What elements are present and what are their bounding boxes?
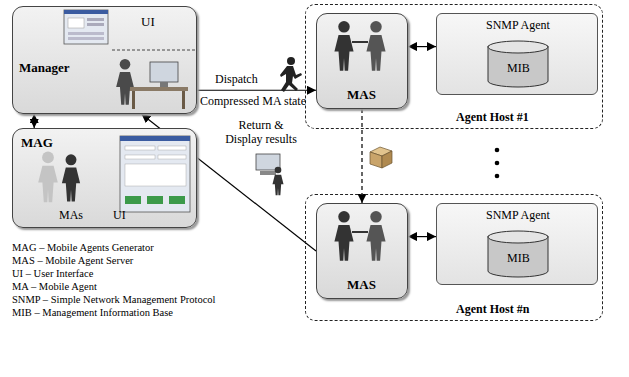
mag-box: MAG MAs UI bbox=[12, 128, 197, 228]
edge-label: Dispatch bbox=[215, 73, 258, 87]
node-title: UI bbox=[141, 15, 155, 30]
mobile-agent-figures bbox=[38, 152, 80, 203]
node-title: MAS bbox=[347, 278, 376, 293]
manager-box: UI Manager bbox=[12, 6, 197, 114]
abbreviation-entry: MAS – Mobile Agent Server bbox=[12, 255, 133, 267]
node-title: MIB bbox=[507, 62, 530, 76]
node-title: Agent Host #n bbox=[456, 303, 529, 317]
return-courier bbox=[256, 154, 284, 195]
node-title: MIB bbox=[507, 252, 530, 266]
agent-host-region: Agent Host #1 MAS SNMP AgentMIB bbox=[305, 4, 603, 129]
continuation-dots bbox=[495, 148, 500, 179]
snmp-agent-box: SNMP AgentMIB bbox=[436, 203, 598, 285]
node-title: Agent Host #1 bbox=[456, 111, 529, 125]
manager-figure bbox=[116, 59, 188, 109]
mas-box: MAS bbox=[316, 203, 408, 299]
node-text: UI bbox=[113, 209, 126, 223]
node-title: MAG bbox=[21, 136, 53, 151]
agent-host-region: Agent Host #n MAS SNMP AgentMIB bbox=[305, 194, 603, 321]
mib-database: MIB bbox=[487, 230, 549, 278]
mas-box: MAS bbox=[316, 13, 408, 109]
connector-arrow bbox=[408, 46, 436, 47]
migration-arrow bbox=[361, 109, 362, 203]
handshake-figures bbox=[334, 21, 385, 71]
node-text: MAs bbox=[59, 209, 83, 223]
abbreviation-entry: MIB – Management Information Base bbox=[12, 307, 173, 319]
abbreviation-entry: MA – Mobile Agent bbox=[12, 281, 97, 293]
connector-arrow bbox=[408, 236, 436, 237]
abbreviation-entry: SNMP – Simple Network Management Protoco… bbox=[12, 294, 215, 306]
connector-arrow bbox=[34, 114, 35, 128]
ui-screenshot bbox=[64, 10, 108, 44]
package-icon bbox=[370, 147, 392, 168]
edge-note: Compressed MA state bbox=[200, 95, 306, 109]
snmp-agent-box: SNMP AgentMIB bbox=[436, 13, 598, 95]
edge-label: Return & Display results bbox=[219, 119, 303, 147]
handshake-figures bbox=[334, 211, 385, 261]
abbreviation-entry: UI – User Interface bbox=[12, 268, 93, 280]
separator-line bbox=[112, 50, 196, 51]
connector-arrow bbox=[197, 90, 316, 91]
mib-database: MIB bbox=[487, 40, 549, 88]
node-title: SNMP Agent bbox=[486, 19, 550, 33]
node-text: Manager bbox=[19, 61, 70, 76]
node-title: MAS bbox=[347, 88, 376, 103]
ui-screenshot bbox=[120, 136, 190, 212]
dispatch-runner bbox=[280, 57, 302, 92]
abbreviation-entry: MAG – Mobile Agents Generator bbox=[12, 242, 154, 254]
node-title: SNMP Agent bbox=[486, 209, 550, 223]
